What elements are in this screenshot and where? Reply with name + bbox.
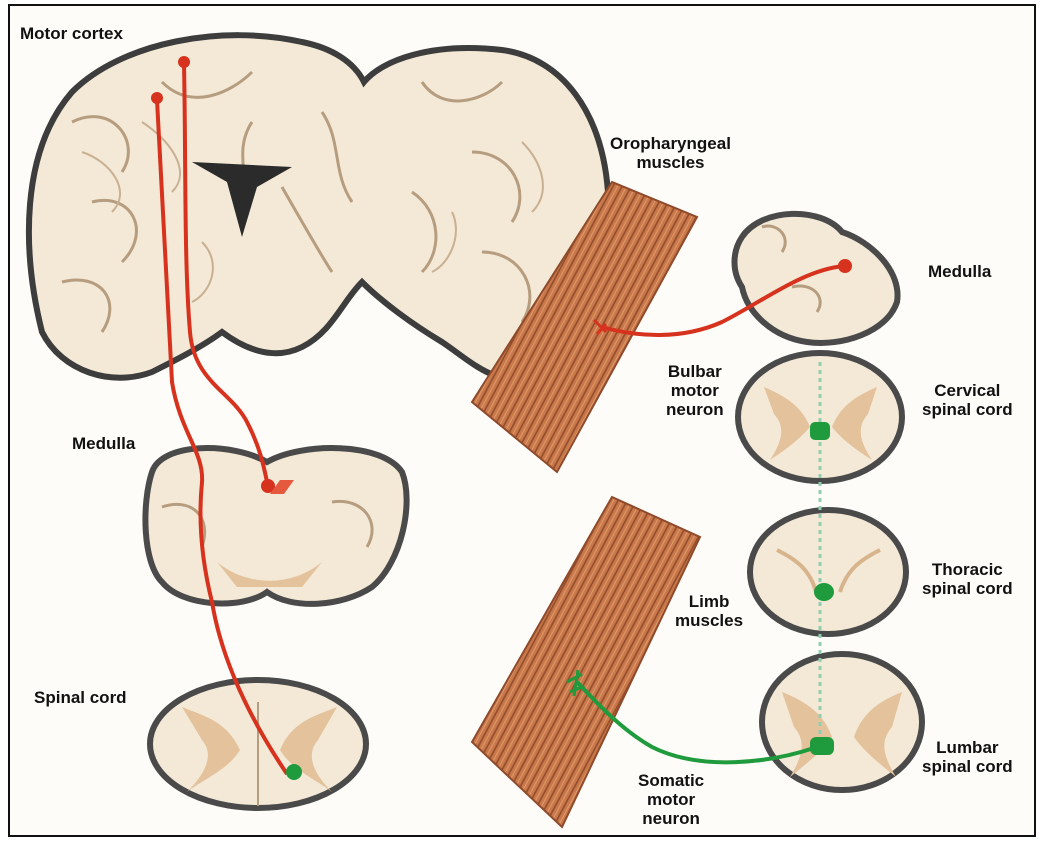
figure-frame: Motor cortex Medulla Spinal cord Orophar…: [8, 4, 1036, 837]
label-lumbar-spinal-cord: Lumbar spinal cord: [922, 738, 1013, 776]
spinal-cord-section-left: [150, 680, 366, 808]
cervical-anterior-horn-cell: [810, 422, 830, 440]
medulla-neuron-body-right: [838, 259, 852, 273]
label-bulbar-motor-neuron: Bulbar motor neuron: [666, 362, 724, 419]
thoracic-section: [750, 510, 906, 634]
label-limb-muscles: Limb muscles: [675, 592, 743, 630]
lumbar-anterior-horn-cell: [810, 737, 834, 755]
label-medulla-left: Medulla: [72, 434, 135, 453]
label-medulla-right: Medulla: [928, 262, 991, 281]
cortex-neuron-body-1: [151, 92, 163, 104]
thoracic-anterior-horn-cell: [814, 583, 834, 601]
label-oropharyngeal-muscles: Oropharyngeal muscles: [610, 134, 731, 172]
label-motor-cortex: Motor cortex: [20, 24, 123, 43]
label-thoracic-spinal-cord: Thoracic spinal cord: [922, 560, 1013, 598]
anterior-horn-cell-left: [286, 764, 302, 780]
medulla-section-right: [735, 214, 898, 343]
lumbar-section: [762, 654, 922, 790]
illustration: [10, 6, 1038, 839]
medulla-section-left: [145, 448, 406, 604]
label-cervical-spinal-cord: Cervical spinal cord: [922, 381, 1013, 419]
label-spinal-cord: Spinal cord: [34, 688, 127, 707]
cortex-neuron-body-2: [178, 56, 190, 68]
label-somatic-motor-neuron: Somatic motor neuron: [638, 771, 704, 828]
